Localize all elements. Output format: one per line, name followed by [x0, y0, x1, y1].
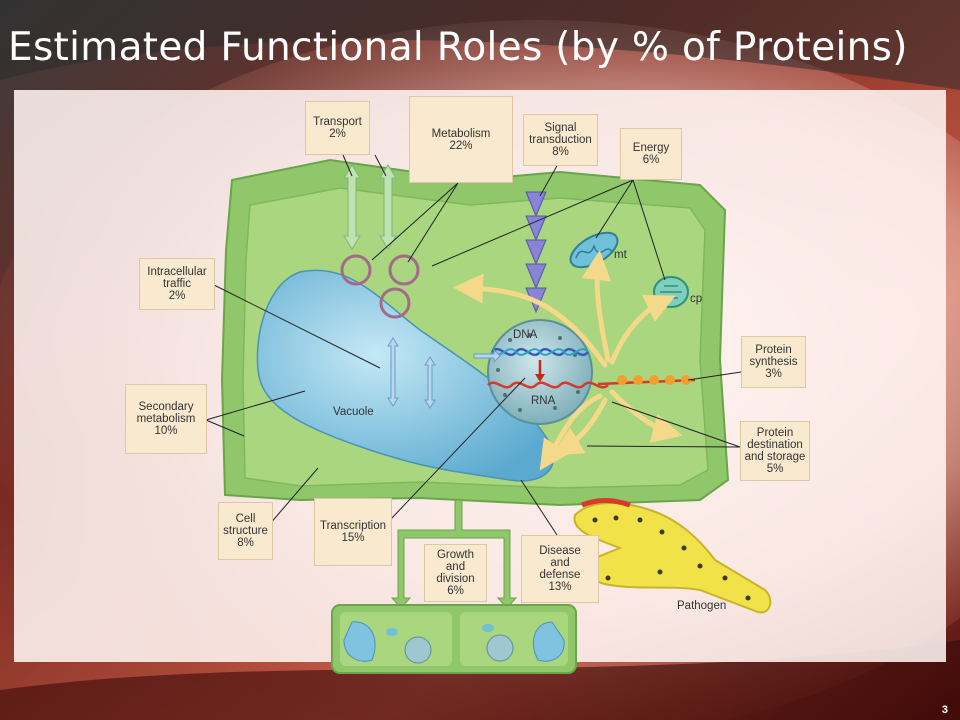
tag-pathogen: Pathogen — [677, 600, 727, 612]
pathogen-nuclei — [592, 515, 751, 601]
label-metabolism: Metabolism 22% — [409, 96, 513, 183]
label-protein-synthesis: Protein synthesis 3% — [741, 336, 806, 388]
metabolism-cycles — [340, 254, 420, 319]
growth-division-arrows — [390, 499, 518, 609]
protein-destination-arrows — [453, 250, 683, 471]
label-energy: Energy 6% — [620, 128, 682, 180]
tag-vacuole: Vacuole — [333, 406, 374, 418]
tag-dna: DNA — [513, 329, 538, 341]
transport-arrows — [343, 164, 397, 250]
tag-rna: RNA — [531, 395, 556, 407]
label-disease-defense: Disease and defense 13% — [521, 535, 599, 603]
intracellular-traffic-arrows — [387, 337, 501, 409]
label-cell-structure: Cell structure 8% — [218, 502, 273, 560]
label-transcription: Transcription 15% — [314, 498, 392, 566]
daughter-cells — [331, 604, 577, 674]
label-secondary-metabolism: Secondary metabolism 10% — [125, 384, 207, 454]
tag-cp: cp — [690, 293, 703, 305]
label-intracellular-traffic: Intracellular traffic 2% — [139, 258, 215, 310]
label-transport: Transport 2% — [305, 101, 370, 155]
label-signal-transduction: Signal transduction 8% — [523, 114, 598, 166]
label-protein-destination: Protein destination and storage 5% — [740, 421, 810, 481]
nucleus-pores — [496, 333, 580, 412]
pathogen-shape — [573, 498, 772, 614]
ribosome-chain — [597, 375, 696, 386]
slide-title: Estimated Functional Roles (by % of Prot… — [8, 25, 908, 70]
vacuole-shape — [256, 269, 555, 482]
label-growth-division: Growth and division 6% — [424, 544, 487, 602]
tag-mt: mt — [614, 249, 627, 261]
rna-strand — [487, 381, 609, 389]
page-number: 3 — [941, 704, 948, 716]
